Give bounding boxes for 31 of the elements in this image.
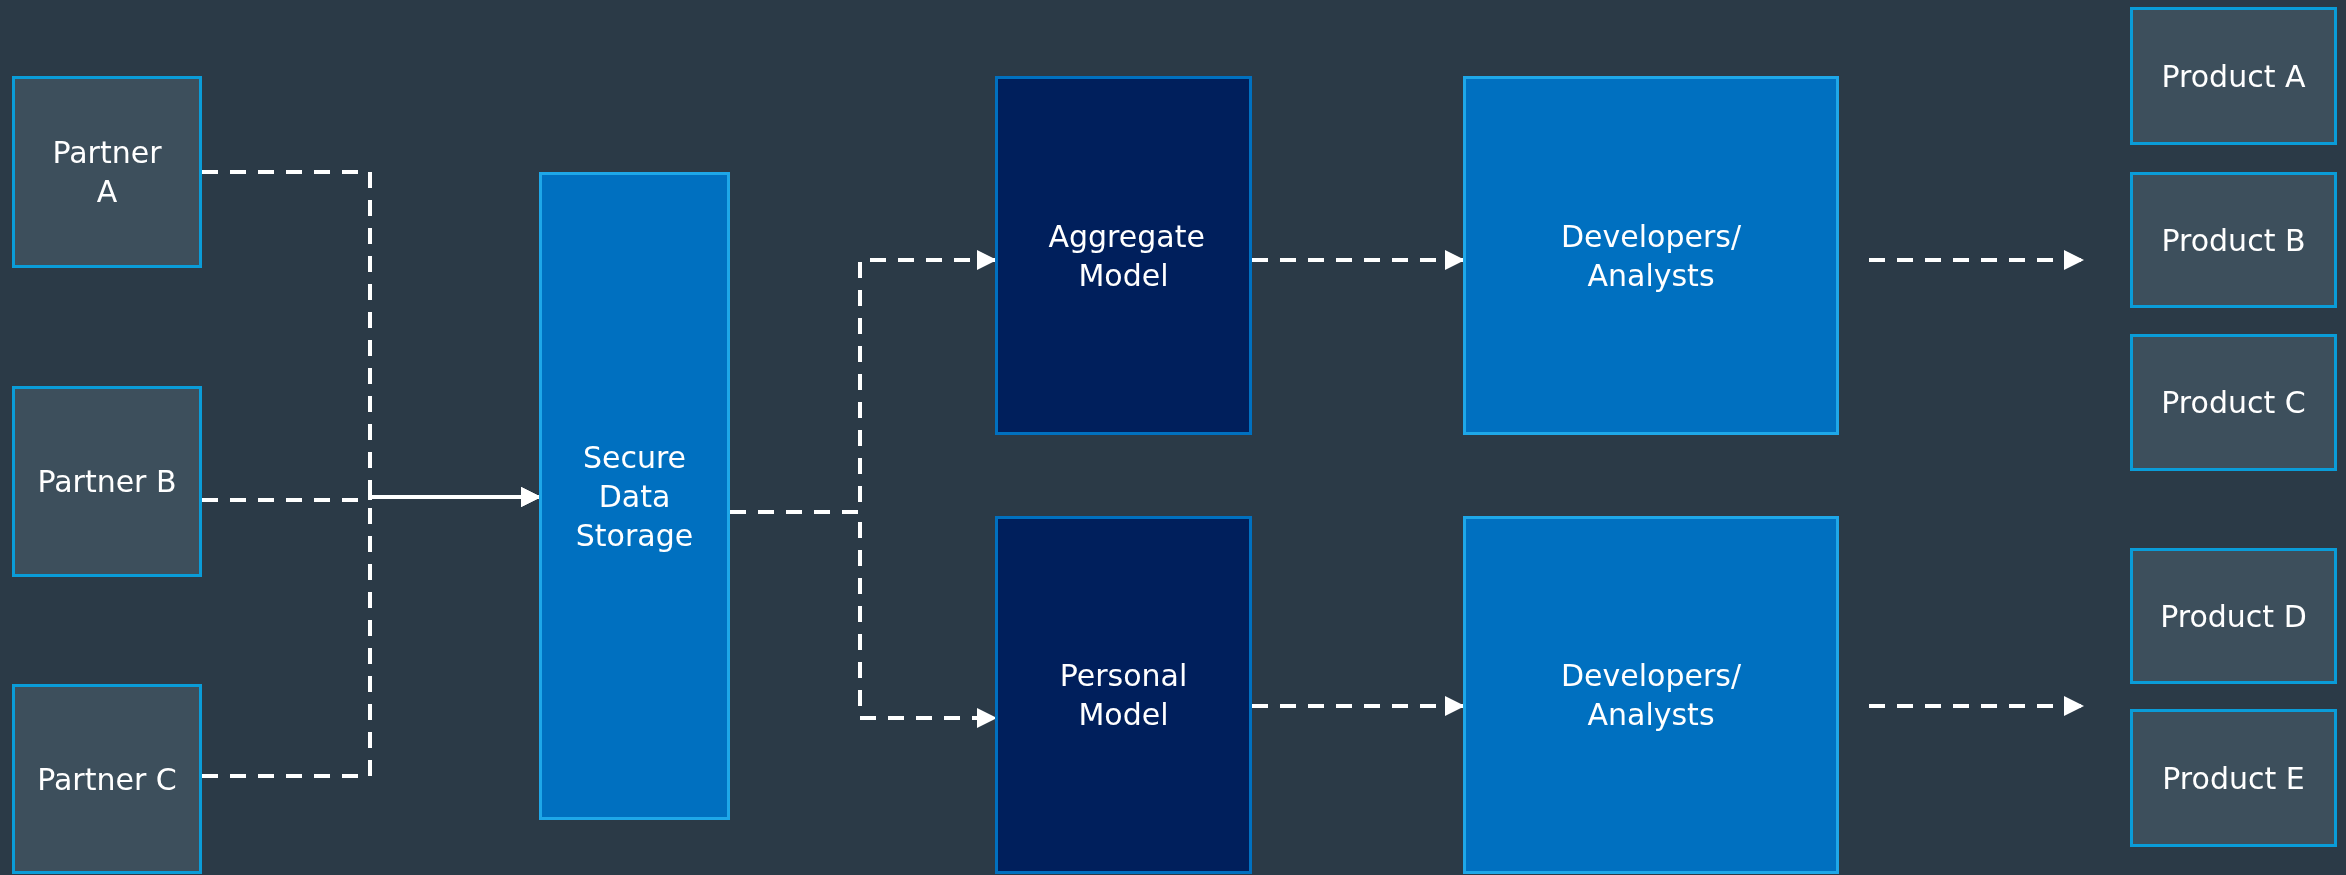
model-box bbox=[995, 516, 1252, 874]
node-label: Developers/ Analysts bbox=[1560, 217, 1742, 295]
node-label: Product A bbox=[2160, 57, 2307, 96]
arrow bbox=[1869, 696, 2084, 716]
arrow bbox=[1869, 250, 2084, 270]
model-box bbox=[995, 76, 1252, 435]
node-label: Partner B bbox=[36, 463, 178, 501]
arrow bbox=[1252, 250, 1465, 270]
process-box bbox=[539, 172, 730, 820]
node-label: Aggregate Model bbox=[1047, 217, 1206, 295]
node-label: Partner A bbox=[51, 134, 163, 211]
node-label: Personal Model bbox=[1058, 657, 1189, 734]
node-label: Developers/ Analysts bbox=[1560, 657, 1742, 734]
node-label: Product D bbox=[2159, 597, 2308, 636]
arrow bbox=[730, 510, 997, 728]
partner-box bbox=[12, 684, 202, 874]
partner-box bbox=[12, 76, 202, 268]
product-box bbox=[2130, 172, 2337, 308]
partner-box bbox=[12, 386, 202, 577]
node-label: Product C bbox=[2160, 384, 2307, 422]
node-label: Partner C bbox=[36, 760, 178, 799]
arrow bbox=[1252, 696, 1465, 716]
product-box bbox=[2130, 709, 2337, 847]
node-label: Product E bbox=[2161, 759, 2306, 798]
process-box bbox=[1463, 516, 1839, 874]
product-box bbox=[2130, 7, 2337, 145]
node-label: Secure Data Storage bbox=[574, 438, 695, 555]
process-box bbox=[1463, 76, 1839, 435]
product-box bbox=[2130, 334, 2337, 471]
node-label: Product B bbox=[2160, 221, 2307, 260]
product-box bbox=[2130, 548, 2337, 684]
